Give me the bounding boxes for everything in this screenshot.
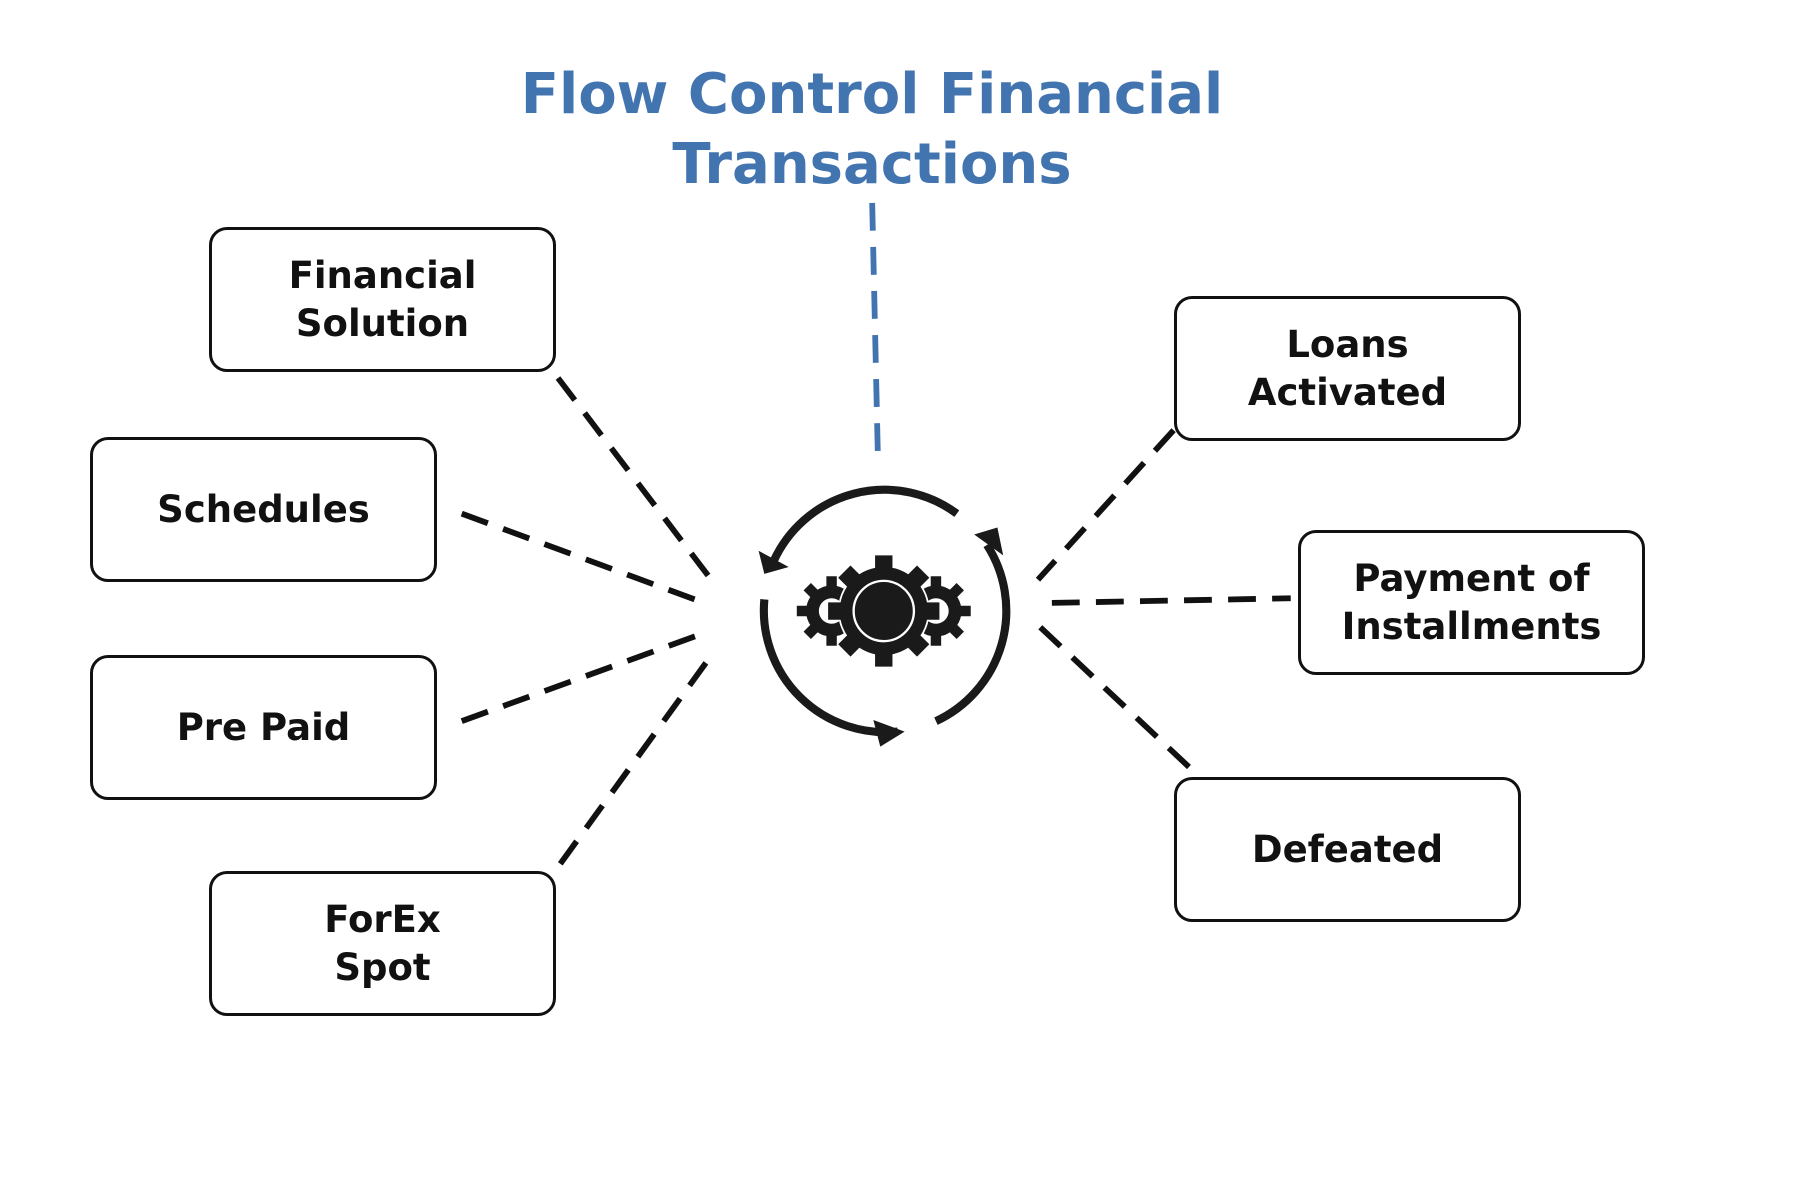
title-line-2: Transactions xyxy=(672,132,1072,197)
node-label: Spot xyxy=(334,945,431,989)
node-label: Payment of xyxy=(1353,556,1590,600)
node-label: Defeated xyxy=(1251,827,1444,871)
connector-title xyxy=(869,202,881,461)
node-label: Pre Paid xyxy=(176,705,351,749)
diagram-title: Flow Control Financial Transactions xyxy=(472,60,1272,200)
connector-defeated xyxy=(1038,625,1197,775)
node-label: Schedules xyxy=(157,487,370,531)
node-schedules: Schedules xyxy=(90,437,437,582)
connector-forex-spot xyxy=(557,655,713,866)
node-pre-paid: Pre Paid xyxy=(90,655,437,800)
connector-financial-solution xyxy=(555,376,718,588)
node-defeated: Defeated xyxy=(1174,777,1521,922)
connector-payment xyxy=(1051,595,1291,606)
title-line-1: Flow Control Financial xyxy=(520,62,1224,127)
node-label: Installments xyxy=(1341,604,1602,648)
node-label: Activated xyxy=(1247,370,1448,414)
node-label: Loans xyxy=(1286,322,1409,366)
gears-cycle-icon xyxy=(758,485,1011,747)
node-label: Solution xyxy=(295,301,470,345)
connector-pre-paid xyxy=(460,630,706,724)
node-label: ForEx xyxy=(324,897,441,941)
connector-loans-activated xyxy=(1035,428,1176,582)
node-label: Financial xyxy=(288,253,477,297)
